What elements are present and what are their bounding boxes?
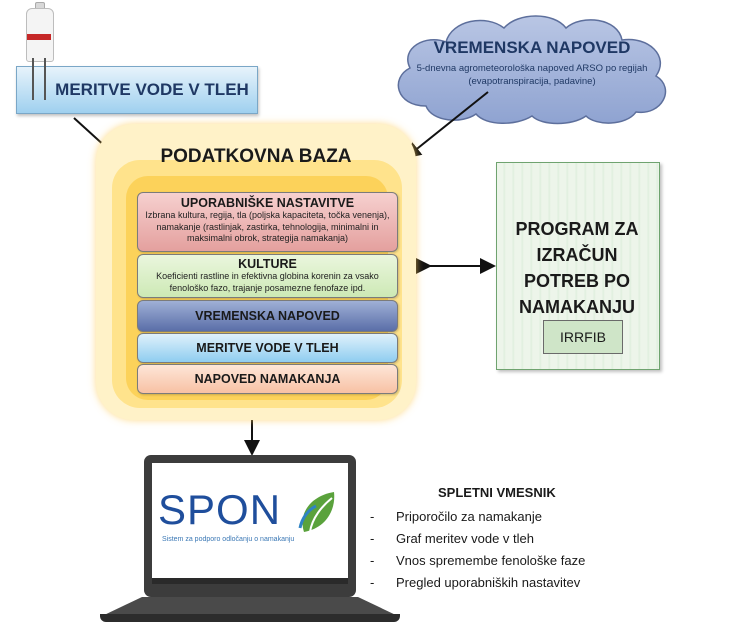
list-item: - Graf meritev vode v tleh (370, 528, 585, 550)
sensor-brand-label (27, 34, 51, 40)
laptop-taskbar (152, 578, 348, 584)
sensor-prong-right (44, 58, 46, 100)
list-item-text: Graf meritev vode v tleh (396, 531, 534, 546)
user-settings-title: UPORABNIŠKE NASTAVITVE (180, 196, 355, 210)
list-bullet: - (370, 575, 375, 590)
crops-title: KULTURE (238, 257, 297, 271)
program-title-line: NAMAKANJU (519, 297, 635, 317)
irrigation-forecast-block: NAPOVED NAMAKANJA (137, 364, 398, 394)
list-bullet: - (370, 553, 375, 568)
spon-logo: SPON (158, 486, 282, 533)
weather-description: 5-dnevna agrometeorološka napoved ARSO p… (416, 63, 648, 87)
weather-cloud-icon (397, 15, 667, 125)
laptop-keyboard (100, 597, 400, 617)
crops-description: Koeficienti rastline in efektivna globin… (156, 271, 379, 293)
program-title-line: POTREB PO (523, 271, 630, 291)
irrigation-forecast-label: NAPOVED NAMAKANJA (194, 372, 341, 386)
weather-forecast-block: VREMENSKA NAPOVED (137, 300, 398, 332)
soil-water-block: MERITVE VODE V TLEH (137, 333, 398, 363)
web-interface-title: SPLETNI VMESNIK (438, 485, 556, 500)
crops-block: KULTURE Koeficienti rastline in efektivn… (137, 254, 398, 298)
soil-water-label: MERITVE VODE V TLEH (196, 341, 339, 355)
sensor-prong-left (32, 58, 34, 100)
program-title-line: IZRAČUN (536, 245, 618, 265)
laptop-front (100, 614, 400, 622)
list-item: - Priporočilo za namakanje (370, 506, 585, 528)
list-bullet: - (370, 531, 375, 546)
weather-cloud-text: VREMENSKA NAPOVED 5-dnevna agrometeorolo… (410, 38, 654, 88)
database-title: PODATKOVNA BAZA (160, 146, 352, 167)
soil-measurement-box: MERITVE VODE V TLEH (16, 66, 258, 114)
list-item-text: Pregled uporabniških nastavitev (396, 575, 581, 590)
list-item: - Pregled uporabniških nastavitev (370, 572, 585, 594)
soil-measurement-label: MERITVE VODE V TLEH (55, 80, 249, 99)
program-title: PROGRAM ZA IZRAČUN POTREB PO NAMAKANJU (496, 216, 658, 320)
list-item-text: Priporočilo za namakanje (396, 509, 542, 524)
list-item-text: Vnos spremembe fenološke faze (396, 553, 586, 568)
user-settings-description: Izbrana kultura, regija, tla (poljska ka… (145, 210, 390, 243)
weather-title: VREMENSKA NAPOVED (433, 38, 631, 57)
web-interface-list: - Priporočilo za namakanje - Graf meritev … (370, 506, 585, 594)
leaf-logo-icon (298, 492, 335, 533)
arrow-weather-to-db (404, 91, 489, 159)
program-tag: IRRFIB (543, 320, 623, 354)
weather-forecast-label: VREMENSKA NAPOVED (195, 309, 340, 323)
list-item: - Vnos spremembe fenološke faze (370, 550, 585, 572)
list-bullet: - (370, 509, 375, 524)
spon-subtitle: Sistem za podporo odločanju o namakanju (162, 536, 295, 543)
user-settings-block: UPORABNIŠKE NASTAVITVE Izbrana kultura, … (137, 192, 398, 252)
program-title-line: PROGRAM ZA (515, 219, 639, 239)
